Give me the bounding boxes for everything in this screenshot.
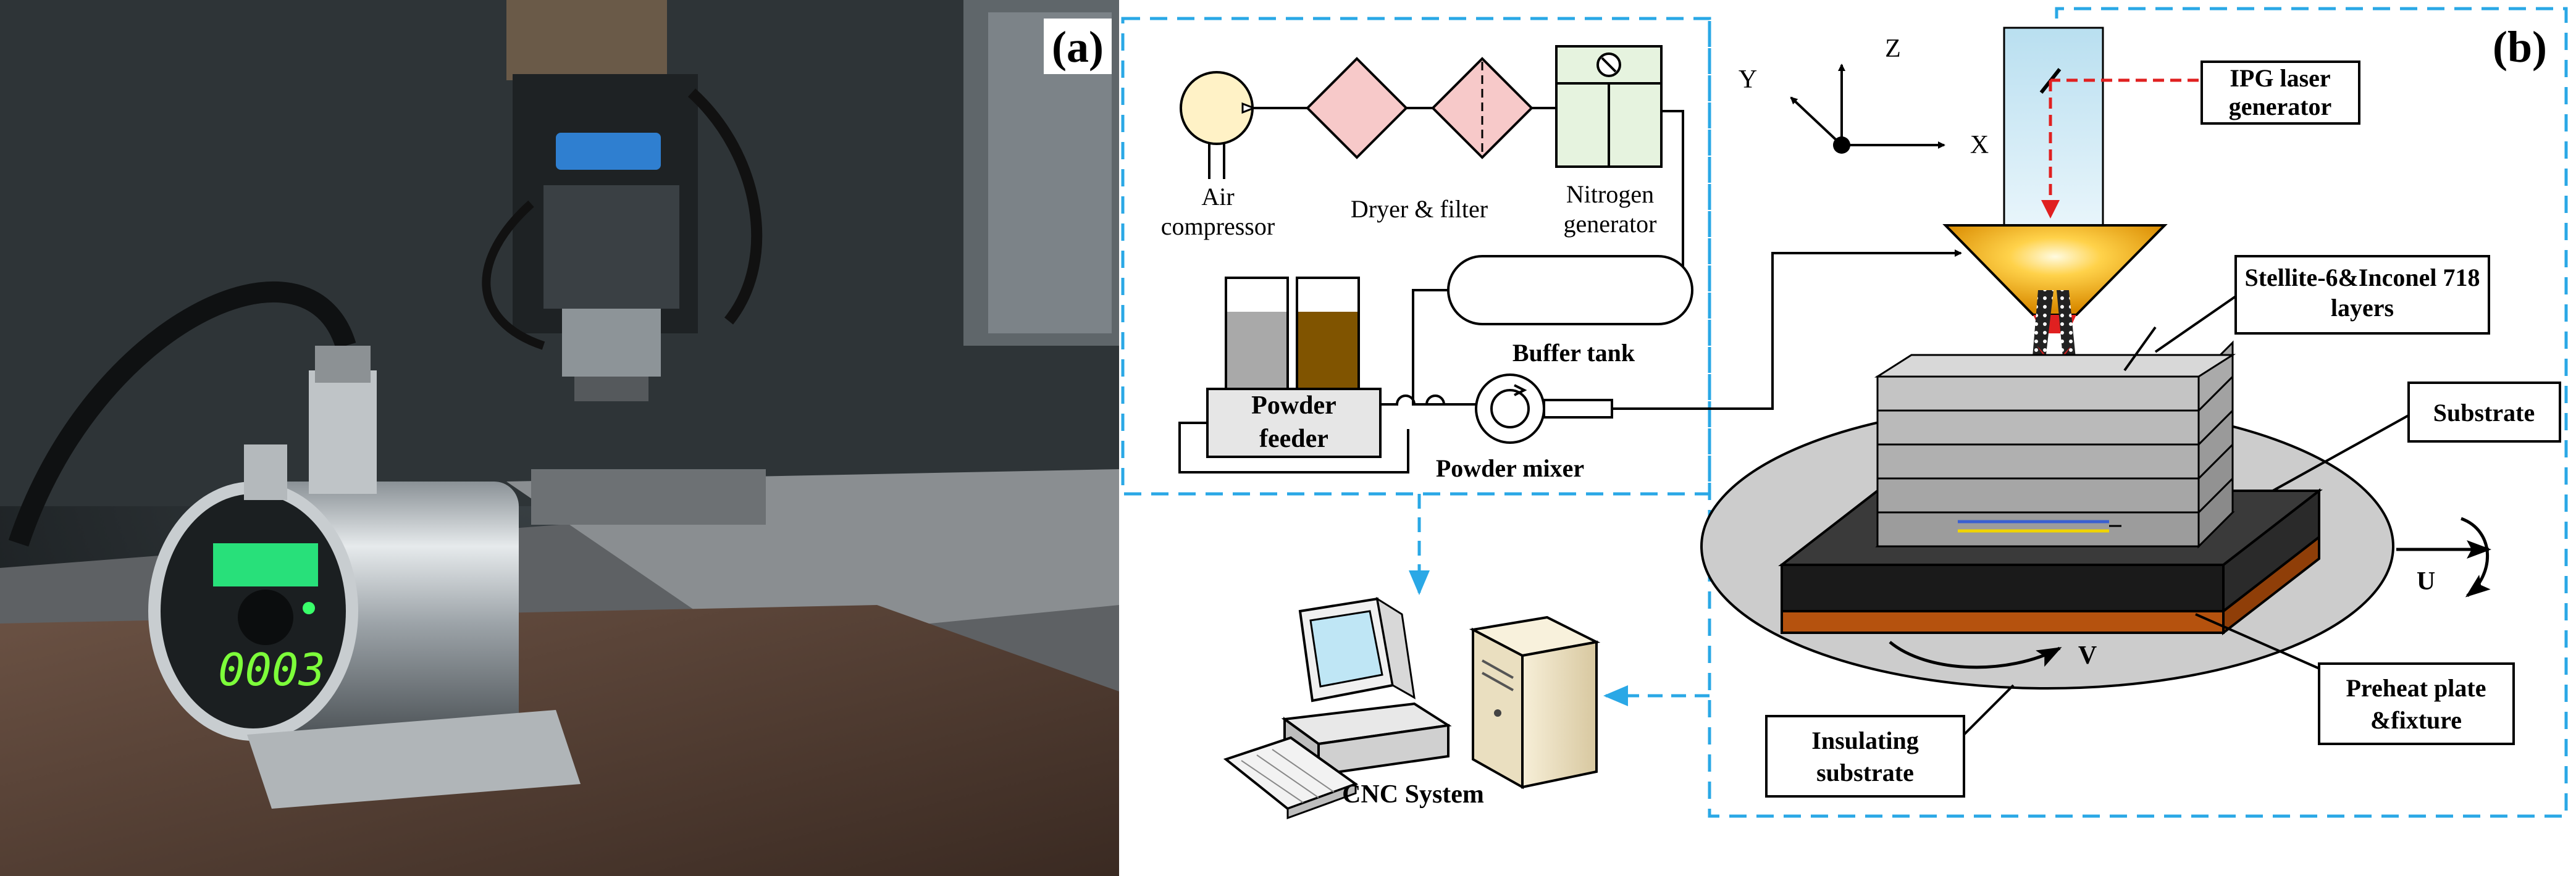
computer-monitor-icon bbox=[1298, 596, 1416, 703]
schematic-panel: (b) Air compressor Dryer & filter Nitrog… bbox=[1121, 7, 2568, 820]
layers-label-2: layers bbox=[2331, 294, 2394, 322]
powder-mixer-label: Powder mixer bbox=[1436, 454, 1584, 482]
rotation-u: U bbox=[2396, 517, 2491, 598]
coordinate-axes: Y Z X bbox=[1739, 35, 1989, 159]
panel-b-label: (b) bbox=[2493, 22, 2547, 72]
insulating-label-2: substrate bbox=[1816, 759, 1914, 786]
laser-generator: IPG laser generator bbox=[2003, 27, 2360, 227]
rotation-u-label: U bbox=[2417, 567, 2435, 596]
powder-feeder: Powder feeder bbox=[1206, 388, 1382, 458]
layers-label-1: Stellite-6&Inconel 718 bbox=[2244, 264, 2480, 291]
axis-z-label: Z bbox=[1885, 35, 1901, 63]
powder-feeder-label-2: feeder bbox=[1259, 425, 1328, 453]
rotation-v: V bbox=[1889, 641, 2097, 670]
sensor-cable bbox=[8, 282, 356, 547]
nitrogen-generator: Nitrogen generator bbox=[1555, 45, 1663, 238]
axis-y-label: Y bbox=[1739, 65, 1757, 94]
panel-a-label-bg bbox=[1044, 19, 1112, 74]
pyrometer: 0003 bbox=[148, 346, 581, 809]
laser-head-photo bbox=[482, 0, 763, 401]
buffer-tank-label: Buffer tank bbox=[1512, 339, 1635, 367]
rotation-v-label: V bbox=[2078, 641, 2097, 670]
preheat-callout: Preheat plate &fixture bbox=[2318, 662, 2515, 745]
layers-callout: Stellite-6&Inconel 718 layers bbox=[2234, 255, 2490, 335]
air-compressor-label-2: compressor bbox=[1161, 212, 1275, 240]
nitrogen-label-2: generator bbox=[1563, 210, 1656, 238]
gas-line-frame bbox=[1121, 17, 1711, 496]
preheat-plate bbox=[1781, 610, 2225, 634]
axis-x-label: X bbox=[1970, 131, 1989, 159]
substrate-callout: Substrate bbox=[2407, 382, 2561, 443]
powder-mixer: Powder mixer bbox=[1436, 373, 1584, 482]
laser-label-2: generator bbox=[2229, 93, 2332, 120]
air-compressor: Air compressor bbox=[1161, 71, 1275, 240]
insulating-label-1: Insulating bbox=[1811, 727, 1918, 754]
dryer-filter: Dryer & filter bbox=[1306, 57, 1533, 223]
preheat-label-1: Preheat plate bbox=[2346, 674, 2486, 702]
cnc-system-label: CNC System bbox=[1342, 780, 1484, 809]
server-tower-icon bbox=[1469, 615, 1601, 790]
photo-panel: 0003 (a) bbox=[0, 0, 1119, 876]
air-compressor-label-1: Air bbox=[1201, 183, 1234, 211]
substrate-label: Substrate bbox=[2433, 399, 2535, 427]
powder-feed-line bbox=[1612, 249, 1962, 410]
laser-label-box bbox=[2201, 60, 2360, 125]
buffer-tank: Buffer tank bbox=[1447, 255, 1693, 367]
preheat-label-2: &fixture bbox=[2370, 706, 2462, 734]
powder-feeder-label-1: Powder bbox=[1251, 391, 1336, 420]
powder-nozzle bbox=[1942, 224, 2168, 370]
deposition-frame bbox=[1708, 7, 2568, 818]
deposited-layers bbox=[1874, 340, 2236, 549]
substrate-block bbox=[1781, 564, 2225, 612]
panel-a-label: (a) bbox=[1052, 22, 1104, 72]
dryer-filter-label: Dryer & filter bbox=[1351, 195, 1488, 223]
nitrogen-label-1: Nitrogen bbox=[1566, 180, 1654, 208]
cnc-system: CNC System bbox=[1223, 596, 1601, 820]
display-backlight bbox=[213, 543, 318, 586]
keyboard-icon bbox=[1223, 736, 1359, 820]
powder-hoppers bbox=[1225, 277, 1360, 390]
pyrometer-readout: 0003 bbox=[218, 644, 325, 696]
insulating-callout: Insulating substrate bbox=[1765, 715, 1965, 798]
laser-label-1: IPG laser bbox=[2230, 64, 2330, 92]
